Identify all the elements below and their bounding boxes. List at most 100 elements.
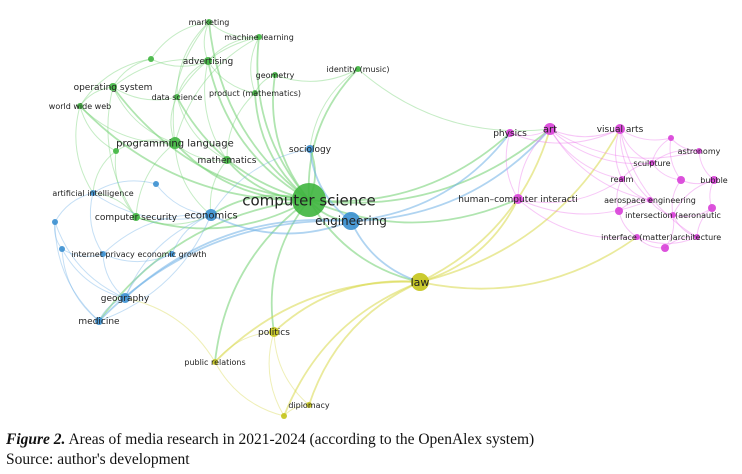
edge-geom-ident [274,68,359,82]
node-ds[interactable] [174,94,180,100]
node-pl[interactable] [169,137,181,149]
edge-art-realm [549,128,623,180]
node-inter[interactable] [670,212,676,218]
edge-econ-geo [124,214,212,299]
edge-sec-ai [92,192,137,218]
edge-ai-priv [89,192,104,255]
figure-caption: Figure 2. Areas of media research in 202… [6,431,534,449]
node-os[interactable] [109,83,117,91]
node-med[interactable] [95,317,103,325]
node-www[interactable] [77,103,83,109]
edge-hci-iface [517,198,638,239]
edge-os-ds [112,86,178,101]
node-phys[interactable] [506,129,514,137]
node-label-math: mathematics [197,156,256,166]
node-label-prod: product (mathematics) [209,89,301,98]
node-marketing[interactable] [206,19,212,25]
node-dip[interactable] [306,402,312,408]
edge-marketing-g1 [150,21,210,60]
node-bub[interactable] [710,176,718,184]
edge-iface-arch [636,236,698,245]
edge-b3-geo [61,248,126,299]
node-label-hci: human–computer interacti [458,195,578,205]
edge-cs-law [308,199,421,283]
node-priv[interactable] [100,251,106,257]
node-prod[interactable] [252,90,258,96]
edge-ident-cs [307,68,359,201]
node-label-egr: economic growth [138,250,207,259]
node-b3[interactable] [59,246,65,252]
node-p4[interactable] [708,204,716,212]
node-ml[interactable] [256,34,262,40]
edge-law-iface [419,236,638,290]
figure-number: Figure 2. [6,431,66,448]
node-iface[interactable] [634,234,640,240]
edge-econ-eng [210,214,352,235]
edge-g2-sec [114,150,137,218]
edge-g1-adv [150,58,209,67]
node-va[interactable] [615,124,625,134]
node-hci[interactable] [513,194,523,204]
node-pr[interactable] [212,359,218,365]
node-p5[interactable] [661,244,669,252]
edge-cs-pr [214,199,310,363]
node-p1[interactable] [668,135,674,141]
node-b1[interactable] [153,181,159,187]
edge-pl-cs [174,142,310,201]
edge-b2-geo [54,221,126,299]
edge-ai-econ [92,192,212,220]
node-g2[interactable] [113,148,119,154]
edge-os-pl [112,86,176,144]
edge-pol-pr [214,331,275,363]
node-p2[interactable] [677,176,685,184]
edge-pr-y1 [214,361,285,417]
node-econ[interactable] [205,209,217,221]
edge-prod-math [226,92,256,161]
edge-phys-va [509,128,621,144]
edge-eng-phys [350,132,511,222]
node-label-astro: astronomy [678,147,721,156]
node-sec[interactable] [132,213,140,221]
edge-g1-www [79,58,152,107]
edge-www-cs [79,105,310,201]
node-p3[interactable] [615,207,623,215]
node-y1[interactable] [281,413,287,419]
node-eng[interactable] [342,212,360,230]
node-ident[interactable] [355,66,361,72]
node-sculp[interactable] [649,160,655,166]
edge-law-art [419,128,551,283]
node-arch[interactable] [694,234,700,240]
edge-pol-dip [273,331,310,406]
node-math[interactable] [223,156,231,164]
node-geo[interactable] [120,293,130,303]
edge-adv-os [112,59,209,88]
node-aero[interactable] [647,197,653,203]
node-realm[interactable] [619,176,625,182]
node-b2[interactable] [52,219,58,225]
edge-eng-art [350,128,551,222]
figure-source: Source: author's development [6,451,190,468]
node-layer [52,19,718,419]
node-soc[interactable] [306,145,314,153]
node-cs[interactable] [292,183,326,217]
node-label-econ: economics [184,211,237,222]
node-g1[interactable] [148,56,154,62]
node-adv[interactable] [204,57,212,65]
edge-b3-priv [61,248,104,257]
node-label-arch: architecture [673,233,721,242]
node-astro[interactable] [696,148,702,154]
node-geom[interactable] [272,72,278,78]
node-pol[interactable] [269,327,279,337]
node-ai[interactable] [90,190,96,196]
node-art[interactable] [544,123,556,135]
edge-ident-soc [309,68,359,150]
edge-law-pr [214,280,421,363]
edge-hci-realm [517,178,623,204]
node-law[interactable] [411,273,429,291]
node-label-bub: bubble [700,176,728,185]
node-egr[interactable] [169,251,175,257]
node-label-med: medicine [78,317,120,327]
node-label-va: visual arts [597,125,644,135]
node-label-marketing: marketing [189,18,230,27]
edge-realm-aero [621,178,651,201]
